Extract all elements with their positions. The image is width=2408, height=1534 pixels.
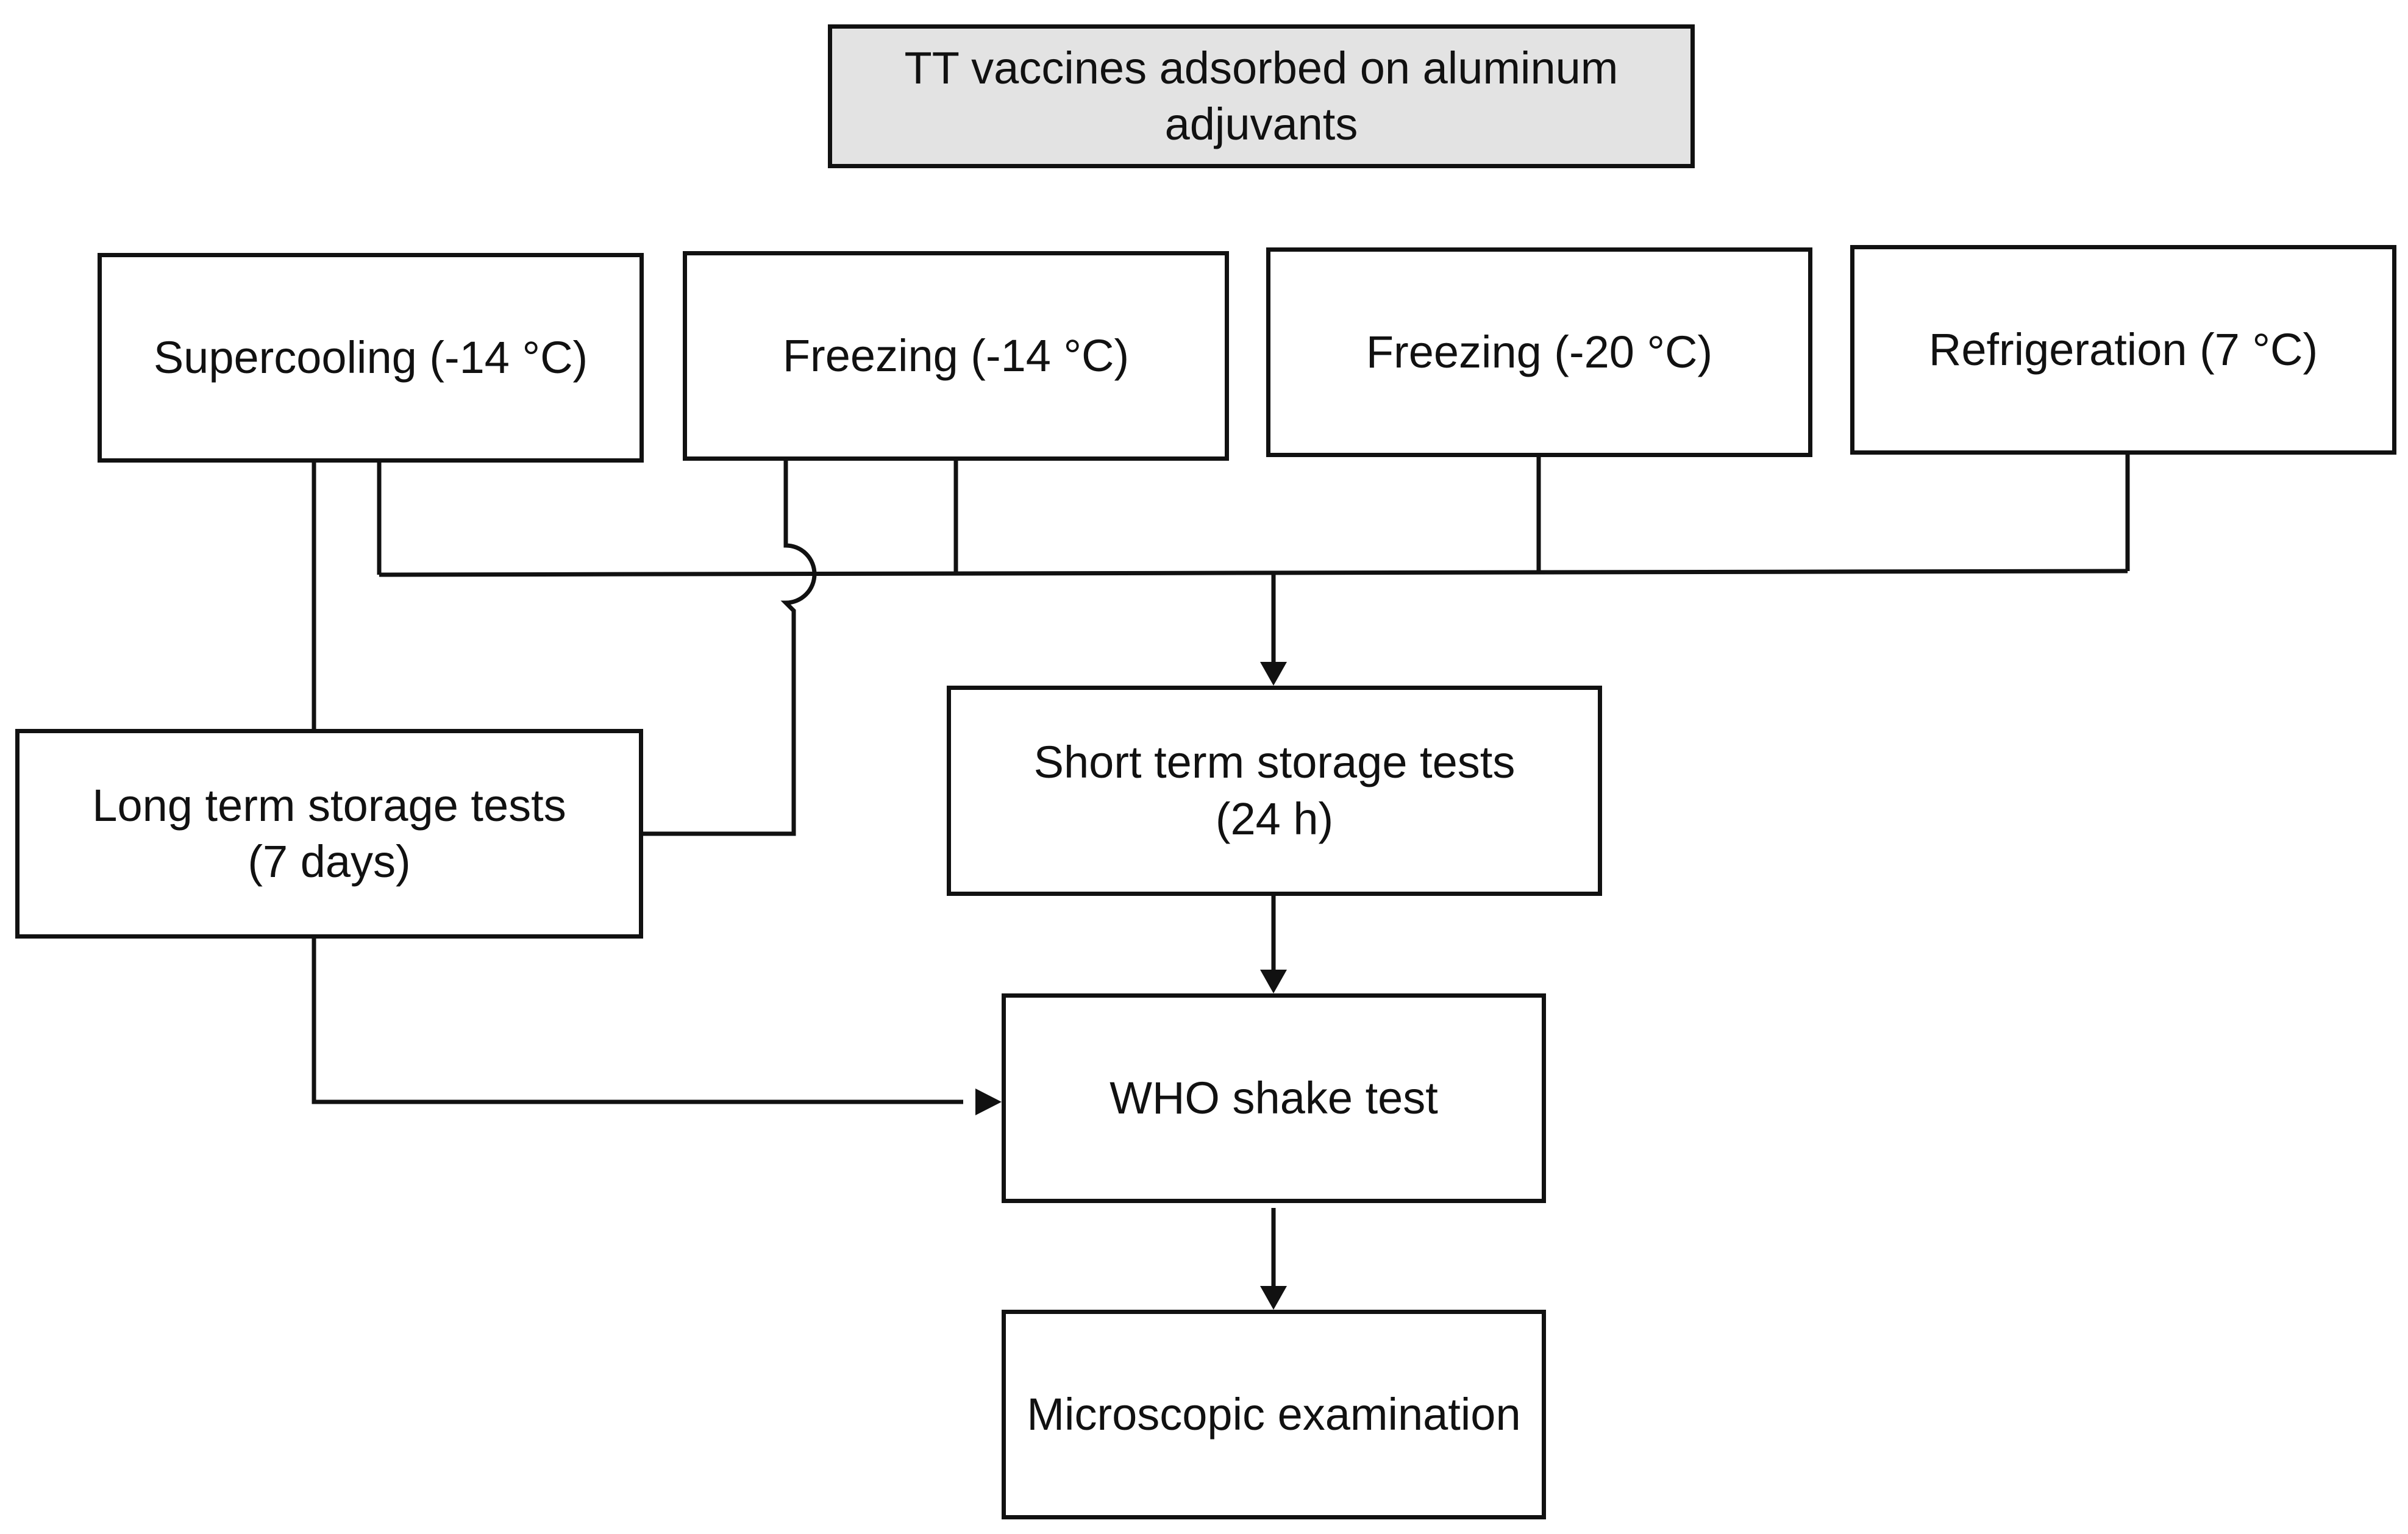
vaccine-header-box: TT vaccines adsorbed on aluminum adjuvan… [828,24,1695,168]
who-shake-test-label: WHO shake test [1110,1072,1438,1123]
freezing-minus-14-label: Freezing (-14 °C) [782,330,1130,381]
freezing-14-to-long-term-line [643,460,817,836]
long-term-to-shake-test-line [312,937,962,1104]
long-term-storage-label: Long term storage tests (7 days) [92,779,566,887]
vaccine-header-label: TT vaccines adsorbed on aluminum adjuvan… [904,42,1619,150]
arrowhead-microscopy [1260,1286,1287,1310]
freezing-minus-20-box: Freezing (-20 °C) [1266,247,1812,457]
arrowhead-shake-test-top [1260,970,1287,993]
freezing-minus-14-box: Freezing (-14 °C) [683,251,1229,461]
microscopic-examination-box: Microscopic examination [1002,1310,1546,1519]
short-term-storage-label: Short term storage tests (24 h) [1033,737,1516,844]
arrowhead-shake-test-left [975,1088,1002,1115]
collector-line [379,569,2128,577]
supercooling-label: Supercooling (-14 °C) [153,332,588,383]
who-shake-test-box: WHO shake test [1002,993,1546,1203]
refrigeration-box: Refrigeration (7 °C) [1850,245,2396,455]
long-term-storage-box: Long term storage tests (7 days) [15,729,643,939]
freezing-minus-20-label: Freezing (-20 °C) [1366,326,1713,377]
short-term-storage-box: Short term storage tests (24 h) [947,686,1602,896]
microscopic-examination-label: Microscopic examination [1027,1388,1521,1440]
refrigeration-label: Refrigeration (7 °C) [1928,324,2318,375]
supercooling-box: Supercooling (-14 °C) [98,253,644,463]
arrowhead-short-term [1260,662,1287,686]
